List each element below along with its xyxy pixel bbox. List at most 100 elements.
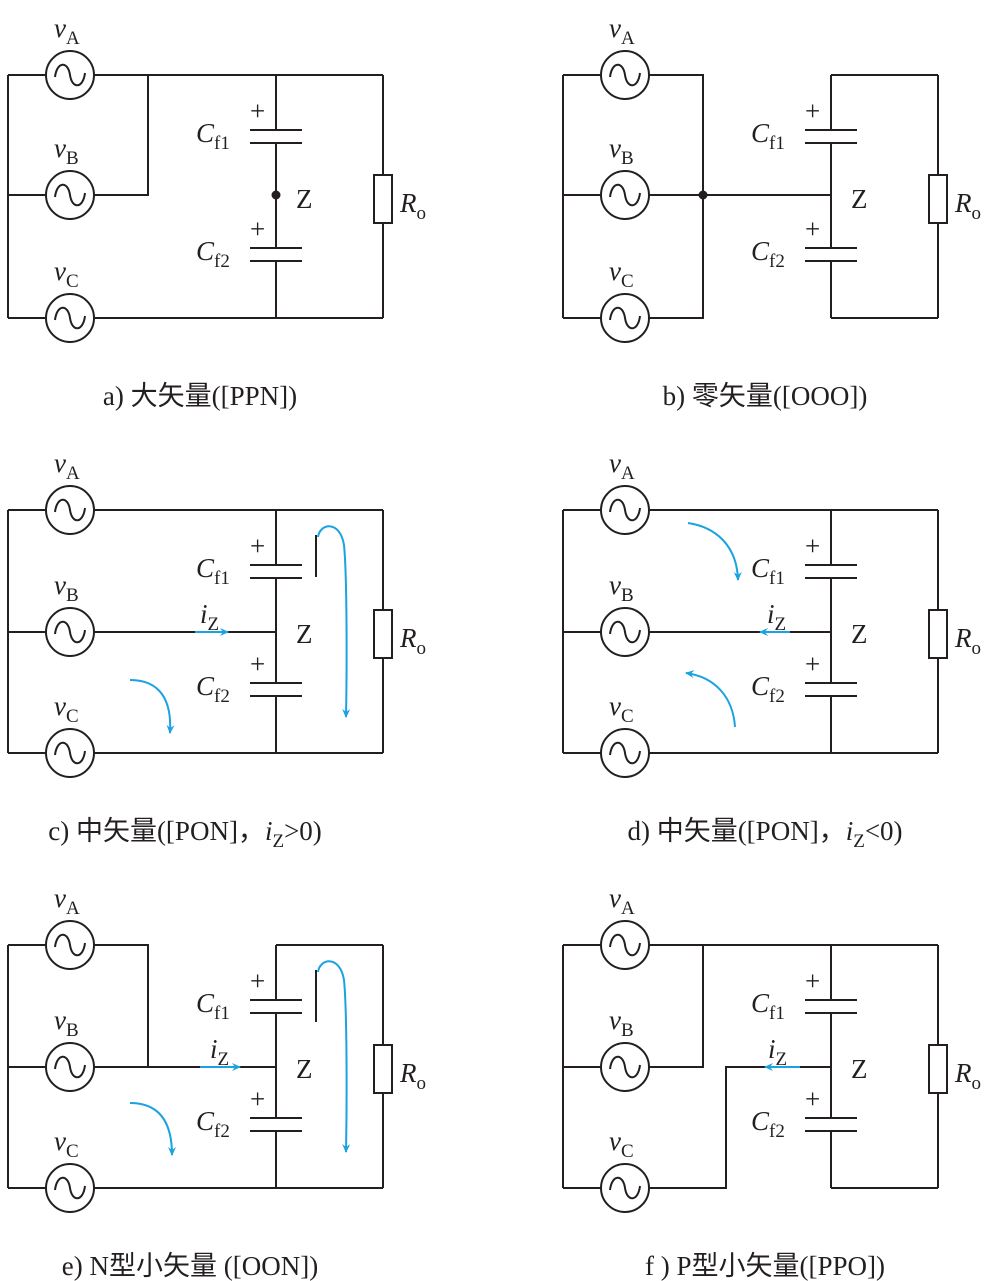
ac-source-b: vB [45, 570, 95, 657]
capacitor-cf2-label-symbol: C [751, 236, 770, 266]
resistor-label: Ro [399, 188, 426, 224]
capacitor-cf2-label-subscript: f2 [769, 1121, 785, 1142]
source-label-subscript: A [621, 898, 635, 919]
panel-caption-a: a) 大矢量([PPN]) [103, 381, 297, 411]
capacitor-cf1: +Cf1 [196, 531, 302, 589]
source-label: vB [609, 570, 634, 606]
sine-wave-icon [54, 933, 86, 957]
polarity-plus: + [805, 649, 820, 679]
ac-source-b: vB [45, 1005, 95, 1092]
sine-wave-icon [609, 741, 641, 765]
current-loop-arrow [317, 525, 351, 718]
caption-text: c) 中矢量([PON]， [48, 816, 265, 846]
current-loop-arrow [687, 522, 742, 581]
sine-wave-icon [54, 1055, 86, 1079]
current-iz-label-symbol: i [210, 1034, 218, 1064]
current-iz-label: iZ [210, 1034, 229, 1070]
source-label: vA [54, 13, 80, 49]
wire [94, 75, 149, 196]
source-label-symbol: v [54, 691, 66, 721]
neutral-point-z-label: Z [296, 184, 313, 214]
capacitor-cf1-label-subscript: f1 [769, 133, 785, 154]
source-label: vB [54, 570, 79, 606]
junction-dot [271, 190, 281, 200]
sine-wave-icon [609, 1055, 641, 1079]
ac-source-c: vC [600, 256, 650, 343]
capacitor-cf1-label: Cf1 [196, 118, 230, 154]
source-label-symbol: v [609, 883, 621, 913]
source-label-symbol: v [54, 1005, 66, 1035]
panel-caption-c: c) 中矢量([PON]，iZ>0) [48, 816, 322, 852]
current-iz-label: iZ [768, 1034, 787, 1070]
capacitor-cf1-label-subscript: f1 [214, 1003, 230, 1024]
capacitor-cf2-label: Cf2 [196, 671, 230, 707]
panel-caption-f: f ) P型小矢量([PPO]) [645, 1251, 885, 1281]
resistor-ro [928, 609, 948, 659]
source-label: vC [609, 691, 634, 727]
source-label-subscript: C [621, 271, 634, 292]
current-iz-label-subscript: Z [775, 614, 787, 635]
source-label-subscript: A [621, 463, 635, 484]
ac-source-a: vA [600, 883, 650, 970]
polarity-plus: + [805, 214, 820, 244]
ac-source-a: vA [45, 448, 95, 535]
ac-source-c: vC [45, 1126, 95, 1213]
neutral-point-z-label: Z [851, 619, 868, 649]
source-label: vC [54, 691, 79, 727]
sine-wave-icon [54, 306, 86, 330]
source-label: vA [609, 883, 635, 919]
capacitor-cf1-label-symbol: C [196, 988, 215, 1018]
source-label-symbol: v [609, 1126, 621, 1156]
polarity-plus: + [805, 1084, 820, 1114]
sine-wave-icon [609, 498, 641, 522]
wire [94, 944, 149, 1067]
source-label-symbol: v [609, 133, 621, 163]
capacitor-cf2-label-symbol: C [196, 1106, 215, 1136]
neutral-point-z-label: Z [851, 184, 868, 214]
wire [649, 1066, 831, 1189]
sine-wave-icon [609, 933, 641, 957]
resistor-ro [373, 609, 393, 659]
source-label-symbol: v [609, 1005, 621, 1035]
source-label-subscript: B [621, 1020, 634, 1041]
caption-text: e) N型小矢量 ([OON]) [62, 1251, 318, 1281]
capacitor-cf2-label-symbol: C [196, 671, 215, 701]
capacitor-cf2-label: Cf2 [751, 671, 785, 707]
source-label: vA [54, 883, 80, 919]
source-label: vB [609, 1005, 634, 1041]
sine-wave-icon [609, 63, 641, 87]
capacitor-cf2-label: Cf2 [751, 1106, 785, 1142]
sine-wave-icon [54, 620, 86, 644]
capacitor-cf2-label-subscript: f2 [769, 251, 785, 272]
panel-caption-d: d) 中矢量([PON]，iZ<0) [627, 816, 902, 852]
source-label-subscript: C [66, 706, 79, 727]
capacitor-cf2: + Cf2 [751, 649, 857, 707]
source-label-subscript: C [621, 706, 634, 727]
capacitor-cf1-label-symbol: C [751, 553, 770, 583]
polarity-plus: + [250, 649, 265, 679]
current-loop-arrow [129, 1102, 176, 1156]
source-label-symbol: v [54, 570, 66, 600]
polarity-plus: + [250, 966, 265, 996]
caption-text: a) 大矢量([PPN]) [103, 381, 297, 411]
current-iz-label: iZ [767, 599, 786, 635]
current-iz-label-symbol: i [768, 1034, 776, 1064]
polarity-plus: + [250, 96, 265, 126]
polarity-plus: + [805, 966, 820, 996]
neutral-point-z-label: Z [851, 1054, 868, 1084]
current-loop-arrow [129, 679, 175, 734]
caption-subscript: Z [272, 831, 284, 852]
capacitor-cf1: +Cf1 [751, 531, 857, 589]
source-label: vB [54, 133, 79, 169]
sine-wave-icon [609, 1176, 641, 1200]
caption-subscript: Z [853, 831, 865, 852]
neutral-point-z-label: Z [296, 619, 313, 649]
source-label-symbol: v [609, 691, 621, 721]
source-label-symbol: v [609, 448, 621, 478]
sine-wave-icon [54, 1176, 86, 1200]
capacitor-cf1-label: Cf1 [751, 118, 785, 154]
ac-source-b: vB [600, 570, 650, 657]
source-label-subscript: A [66, 898, 80, 919]
